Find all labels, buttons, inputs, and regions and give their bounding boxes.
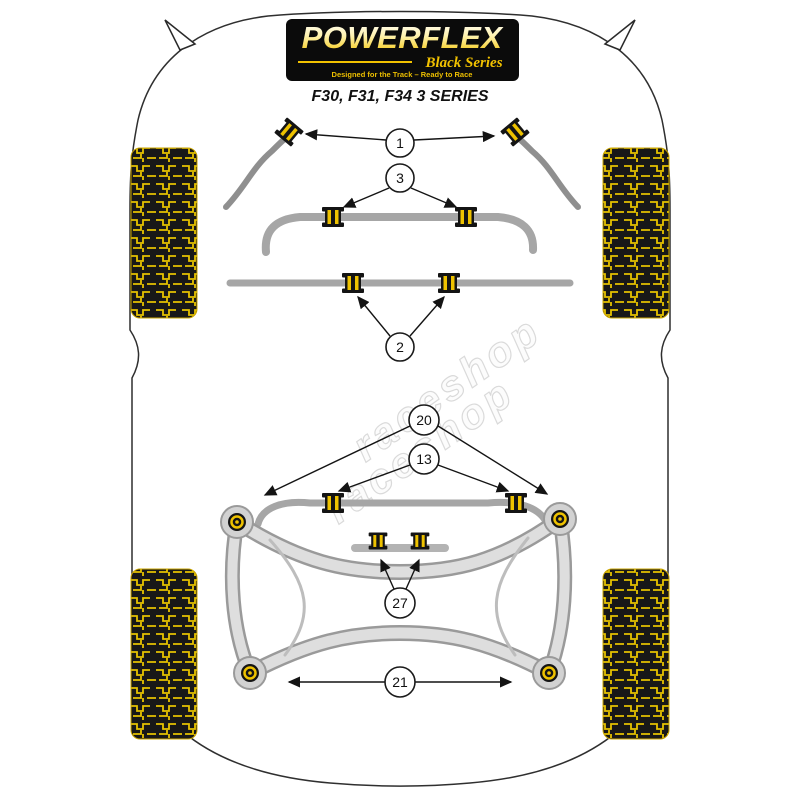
callout-20: 20: [408, 404, 440, 436]
right-mirror: [603, 19, 636, 51]
rear-subframe: [220, 502, 577, 690]
callout-27: 27: [384, 587, 416, 619]
left-mirror: [164, 19, 197, 51]
subframe-center-bush-right: [410, 532, 430, 550]
callout-21: 21: [384, 666, 416, 698]
callout-13-label: 13: [416, 451, 432, 467]
tire-rear-left: [130, 568, 198, 740]
powerflex-logo: POWERFLEX Black Series Designed for the …: [286, 19, 519, 81]
brand-text: POWERFLEX: [302, 20, 505, 55]
front-anti-roll-bar: [261, 213, 538, 256]
callout-27-label: 27: [392, 595, 408, 611]
car-body-outline: [129, 10, 671, 787]
callout-13: 13: [408, 443, 440, 475]
subframe-bush-front-left: [226, 511, 248, 533]
subframe-bush-front-right: [549, 508, 571, 530]
tire-front-right: [602, 147, 670, 319]
front-arb-bush-left: [322, 207, 344, 227]
tire-front-left: [130, 147, 198, 319]
lower-bar-bush-right: [438, 273, 460, 293]
tagline-text: Designed for the Track – Ready to Race: [332, 70, 473, 79]
callout-20-label: 20: [416, 412, 432, 428]
logo-panel: [286, 19, 519, 81]
rear-arb-bush-left: [322, 493, 344, 513]
rear-arb-bush-right: [505, 493, 527, 513]
series-text: Black Series: [424, 55, 502, 71]
callout-1-label: 1: [396, 135, 404, 151]
callout-21-label: 21: [392, 674, 408, 690]
front-arb-bush-right: [455, 207, 477, 227]
rear-anti-roll-bar: [254, 498, 549, 528]
callout-3-label: 3: [396, 170, 404, 186]
subframe-center-bush-left: [368, 532, 388, 550]
model-title: F30, F31, F34 3 SERIES: [312, 88, 489, 105]
callout-2: 2: [385, 332, 415, 362]
subframe-bush-rear-right: [538, 662, 560, 684]
callouts: 1 3 2 20 13 27 21: [384, 128, 440, 698]
callout-2-label: 2: [396, 339, 404, 355]
callout-3: 3: [385, 163, 415, 193]
callout-arrows: [263, 129, 549, 688]
subframe-bush-rear-left: [239, 662, 261, 684]
lower-bar-bush-left: [342, 273, 364, 293]
tire-rear-right: [602, 568, 670, 740]
callout-1: 1: [385, 128, 415, 158]
